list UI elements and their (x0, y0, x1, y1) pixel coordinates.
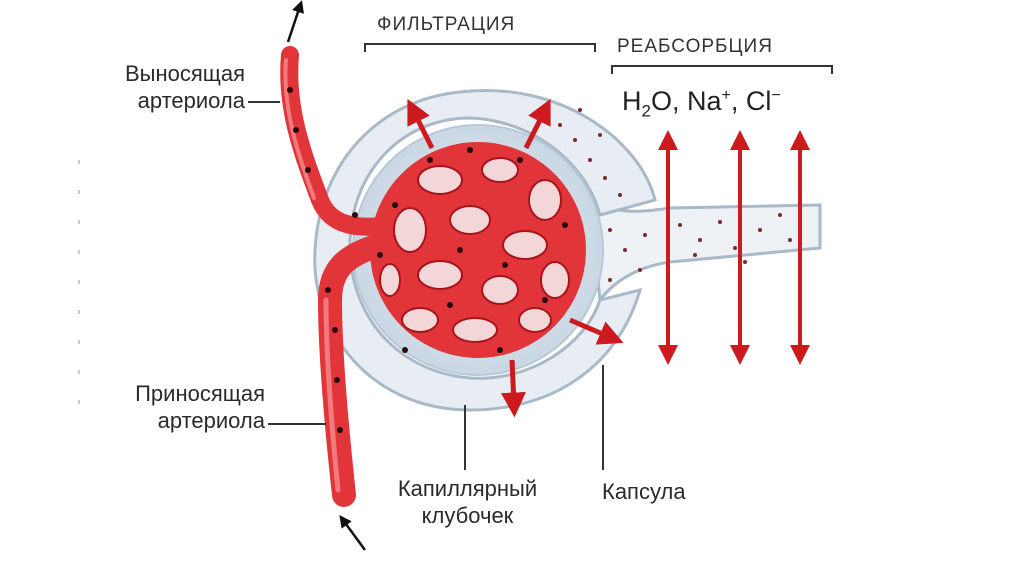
ion-separator-1: , (672, 86, 687, 116)
glomerulus-label-line2: клубочек (360, 502, 575, 529)
chloride-charge: − (771, 87, 780, 104)
chloride-ion: Cl (746, 86, 772, 116)
sodium-ion: Na (687, 86, 722, 116)
ion-separator-2: , (731, 86, 746, 116)
afferent-arteriole-label: Приносящая артериола (80, 380, 265, 434)
filtration-header: ФИЛЬТРАЦИЯ (377, 14, 515, 36)
afferent-label-line2: артериола (80, 407, 265, 434)
reabsorption-header: РЕАБСОРБЦИЯ (617, 36, 773, 58)
water-subscript: 2 (642, 101, 651, 120)
efferent-label-line2: артериола (80, 87, 245, 114)
efferent-label-line1: Выносящая (80, 60, 245, 87)
capsule-label: Капсула (602, 478, 686, 505)
water-h: H (622, 86, 642, 116)
efferent-arteriole-label: Выносящая артериола (80, 60, 245, 114)
glomerulus-label-line1: Капиллярный (360, 475, 575, 502)
afferent-label-line1: Приносящая (80, 380, 265, 407)
ion-list: H2O, Na+, Cl− (622, 86, 781, 121)
sodium-charge: + (722, 87, 731, 104)
water-o: O (651, 86, 672, 116)
glomerulus-label: Капиллярный клубочек (360, 475, 575, 529)
